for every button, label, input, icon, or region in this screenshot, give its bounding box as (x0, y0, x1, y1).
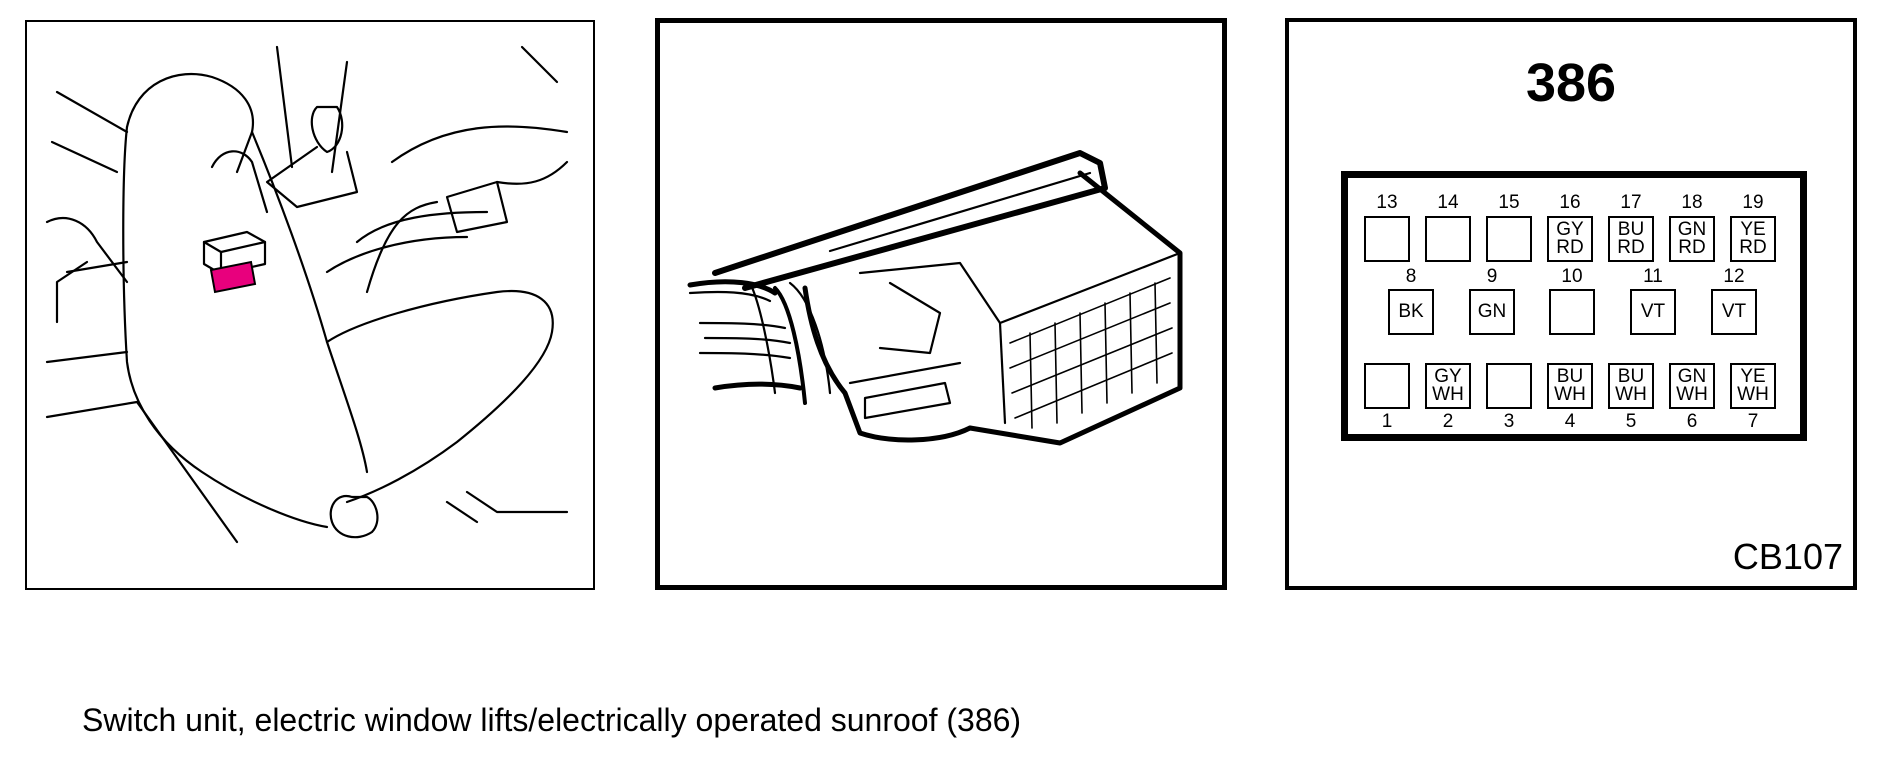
pin-number: 4 (1564, 411, 1576, 432)
pin-7: YE WH (1730, 363, 1776, 409)
connector-plug-illustration (687, 150, 1183, 446)
pin-1 (1364, 363, 1410, 409)
pin-number: 9 (1486, 266, 1498, 287)
pin-18: GN RD (1669, 216, 1715, 262)
pin-wire-color: VT (1721, 301, 1747, 322)
pin-number: 13 (1376, 192, 1398, 213)
seat-location-illustration (45, 45, 569, 544)
switch-unit-highlight (209, 260, 257, 294)
connector-illustration-panel (655, 18, 1227, 590)
pin-number: 15 (1498, 192, 1520, 213)
pin-5: BU WH (1608, 363, 1654, 409)
pin-number: 6 (1686, 411, 1698, 432)
pin-number: 1 (1381, 411, 1393, 432)
pin-wire-color: YE WH (1737, 366, 1769, 405)
location-illustration-panel (25, 20, 595, 590)
pin-wire-color: GY WH (1432, 366, 1464, 405)
pin-12: VT (1711, 289, 1757, 335)
pin-19: YE RD (1730, 216, 1776, 262)
pin-3 (1486, 363, 1532, 409)
pin-wire-color: GN (1477, 301, 1507, 322)
connector-number: 386 (1525, 53, 1617, 113)
pin-16: GY RD (1547, 216, 1593, 262)
pin-number: 2 (1442, 411, 1454, 432)
pin-4: BU WH (1547, 363, 1593, 409)
pin-11: VT (1630, 289, 1676, 335)
pin-wire-color: GY RD (1556, 219, 1584, 258)
pin-2: GY WH (1425, 363, 1471, 409)
pin-15 (1486, 216, 1532, 262)
pin-number: 5 (1625, 411, 1637, 432)
pin-wire-color: BK (1398, 301, 1424, 322)
pin-6: GN WH (1669, 363, 1715, 409)
pin-13 (1364, 216, 1410, 262)
pin-number: 16 (1559, 192, 1581, 213)
pin-14 (1425, 216, 1471, 262)
pin-number: 10 (1561, 266, 1583, 287)
pin-number: 11 (1643, 266, 1663, 287)
pin-number: 12 (1723, 266, 1745, 287)
pin-number: 17 (1620, 192, 1642, 213)
pin-10 (1549, 289, 1595, 335)
pin-17: BU RD (1608, 216, 1654, 262)
pin-number: 18 (1681, 192, 1703, 213)
pin-number: 8 (1405, 266, 1417, 287)
pin-wire-color: GN WH (1676, 366, 1708, 405)
pin-number: 19 (1742, 192, 1764, 213)
pin-wire-color: BU WH (1554, 366, 1586, 405)
pin-8: BK (1388, 289, 1434, 335)
pin-wire-color: GN RD (1677, 219, 1707, 258)
figure-caption: Switch unit, electric window lifts/elect… (82, 702, 1022, 738)
pin-wire-color: BU WH (1615, 366, 1647, 405)
pin-number: 14 (1437, 192, 1459, 213)
connector-code: CB107 (1732, 536, 1843, 577)
pin-wire-color: YE RD (1739, 219, 1767, 258)
pin-wire-color: VT (1640, 301, 1666, 322)
pin-9: GN (1469, 289, 1515, 335)
pin-wire-color: BU RD (1617, 219, 1645, 258)
pin-number: 7 (1747, 411, 1759, 432)
pin-number: 3 (1503, 411, 1515, 432)
